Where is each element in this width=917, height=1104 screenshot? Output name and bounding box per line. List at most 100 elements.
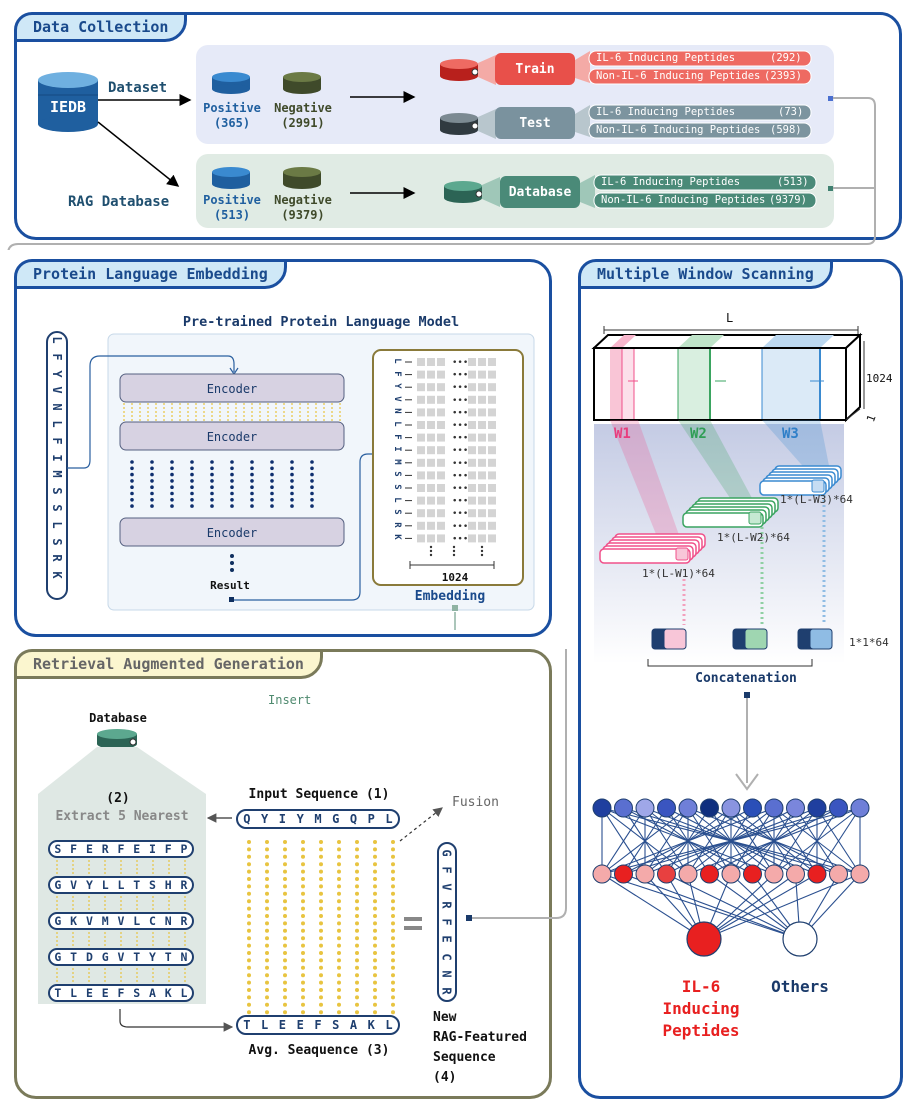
embedding-dim: 1024 — [441, 571, 469, 584]
class-positive-l1: IL-6 — [681, 977, 721, 996]
svg-text:•••: ••• — [452, 522, 468, 532]
residue: T — [70, 950, 78, 964]
rag-negative-count: (9379) — [281, 208, 325, 222]
residue: T — [54, 986, 62, 1000]
svg-text:•••: ••• — [452, 358, 468, 368]
result-label: Result — [210, 579, 250, 592]
residue: L — [70, 986, 78, 1000]
svg-text:•••: ••• — [452, 434, 468, 444]
dataset-label: Dataset — [108, 80, 168, 96]
rag-negative-cylinder-icon — [283, 167, 321, 189]
negative-cylinder-icon — [283, 72, 321, 94]
residue: Q — [349, 812, 358, 826]
rag-positive-count: (513) — [213, 208, 251, 222]
svg-text:•••: ••• — [452, 421, 468, 431]
iedb-label: IEDB — [49, 98, 87, 116]
residue: K — [70, 914, 78, 928]
residue: S — [149, 878, 156, 892]
residue: S — [54, 842, 62, 856]
residue: L — [117, 878, 125, 892]
residue: V — [117, 914, 125, 928]
residue: L — [101, 878, 109, 892]
residue: R — [101, 842, 109, 856]
embedding-residue: L — [392, 358, 402, 364]
new-seq-title-l4: (4) — [433, 1070, 457, 1085]
rag-title: Retrieval Augmented Generation — [14, 649, 323, 679]
train-label: Train — [515, 62, 555, 77]
svg-text:•••: ••• — [452, 509, 468, 519]
train-cylinder-icon — [440, 59, 479, 81]
test-il6-count: (73) — [778, 106, 804, 118]
residue: E — [278, 1018, 287, 1032]
test-non-label: Non-IL-6 Inducing Peptides — [596, 124, 761, 136]
class-positive-l2: Inducing — [662, 999, 740, 1018]
rag-positive-label: Positive — [203, 193, 261, 207]
new-seq-title-l3: Sequence — [433, 1050, 496, 1065]
residue: R — [180, 914, 188, 928]
train-il6-label: IL-6 Inducing Peptides — [596, 52, 736, 64]
data-collection-graphics — [7, 45, 876, 250]
residue: F — [117, 842, 125, 856]
class-others: Others — [771, 977, 829, 996]
residue: I — [278, 812, 287, 826]
residue: P — [367, 812, 375, 826]
residue: Y — [149, 950, 156, 964]
residue: K — [367, 1018, 375, 1032]
residue: G — [101, 950, 109, 964]
test-label: Test — [519, 116, 551, 131]
residue: M — [101, 914, 109, 928]
residue: F — [314, 1018, 322, 1032]
insert-label: Insert — [268, 693, 312, 707]
residue: M — [314, 812, 322, 826]
residue: V — [439, 883, 454, 891]
svg-text:•••: ••• — [452, 484, 468, 494]
residue: Y — [261, 812, 269, 826]
residue: E — [133, 842, 141, 856]
ple-title: Protein Language Embedding — [14, 259, 287, 289]
residue: F — [117, 986, 125, 1000]
residue: G — [54, 914, 62, 928]
residue: Y — [296, 812, 304, 826]
mws-title: Multiple Window Scanning — [578, 259, 833, 289]
embedding-residue: K — [392, 534, 402, 541]
rag-graphics — [38, 649, 567, 1032]
residue: N — [180, 950, 188, 964]
window-w3: W3 — [782, 426, 799, 442]
dataset-positive-label: Positive — [203, 101, 261, 115]
residue: E — [85, 842, 93, 856]
train-non-count: (2393) — [764, 70, 802, 82]
residue: Q — [243, 812, 251, 826]
residue: C — [439, 953, 454, 961]
feature-w1: 1*(L-W1)*64 — [642, 567, 715, 580]
fusion-label: Fusion — [452, 795, 499, 810]
residue: G — [54, 950, 62, 964]
svg-text:•••: ••• — [452, 408, 468, 418]
model-title: Pre-trained Protein Language Model — [182, 314, 460, 330]
residue: K — [50, 571, 64, 579]
window-w1: W1 — [614, 426, 631, 442]
residue: A — [349, 1018, 358, 1032]
residue: V — [70, 878, 78, 892]
residue: T — [243, 1018, 251, 1032]
train-non-label: Non-IL-6 Inducing Peptides — [596, 70, 761, 82]
residue: T — [133, 950, 141, 964]
svg-text:•••: ••• — [452, 446, 468, 456]
residue: R — [180, 878, 188, 892]
residue: P — [180, 842, 188, 856]
svg-text:•••: ••• — [452, 534, 468, 544]
data-collection-title: Data Collection — [14, 12, 188, 42]
residue: E — [439, 935, 454, 943]
positive-cylinder-icon — [212, 72, 250, 94]
rag-positive-cylinder-icon — [212, 167, 250, 189]
residue: F — [164, 842, 172, 856]
residue: C — [149, 914, 156, 928]
residue: G — [332, 812, 340, 826]
db-cylinder-icon — [444, 181, 483, 203]
dataset-positive-count: (365) — [213, 116, 251, 130]
residue: I — [149, 842, 156, 856]
ple-graphics: ••••••••••••••••••••••••••••••••••••••••… — [46, 331, 535, 630]
